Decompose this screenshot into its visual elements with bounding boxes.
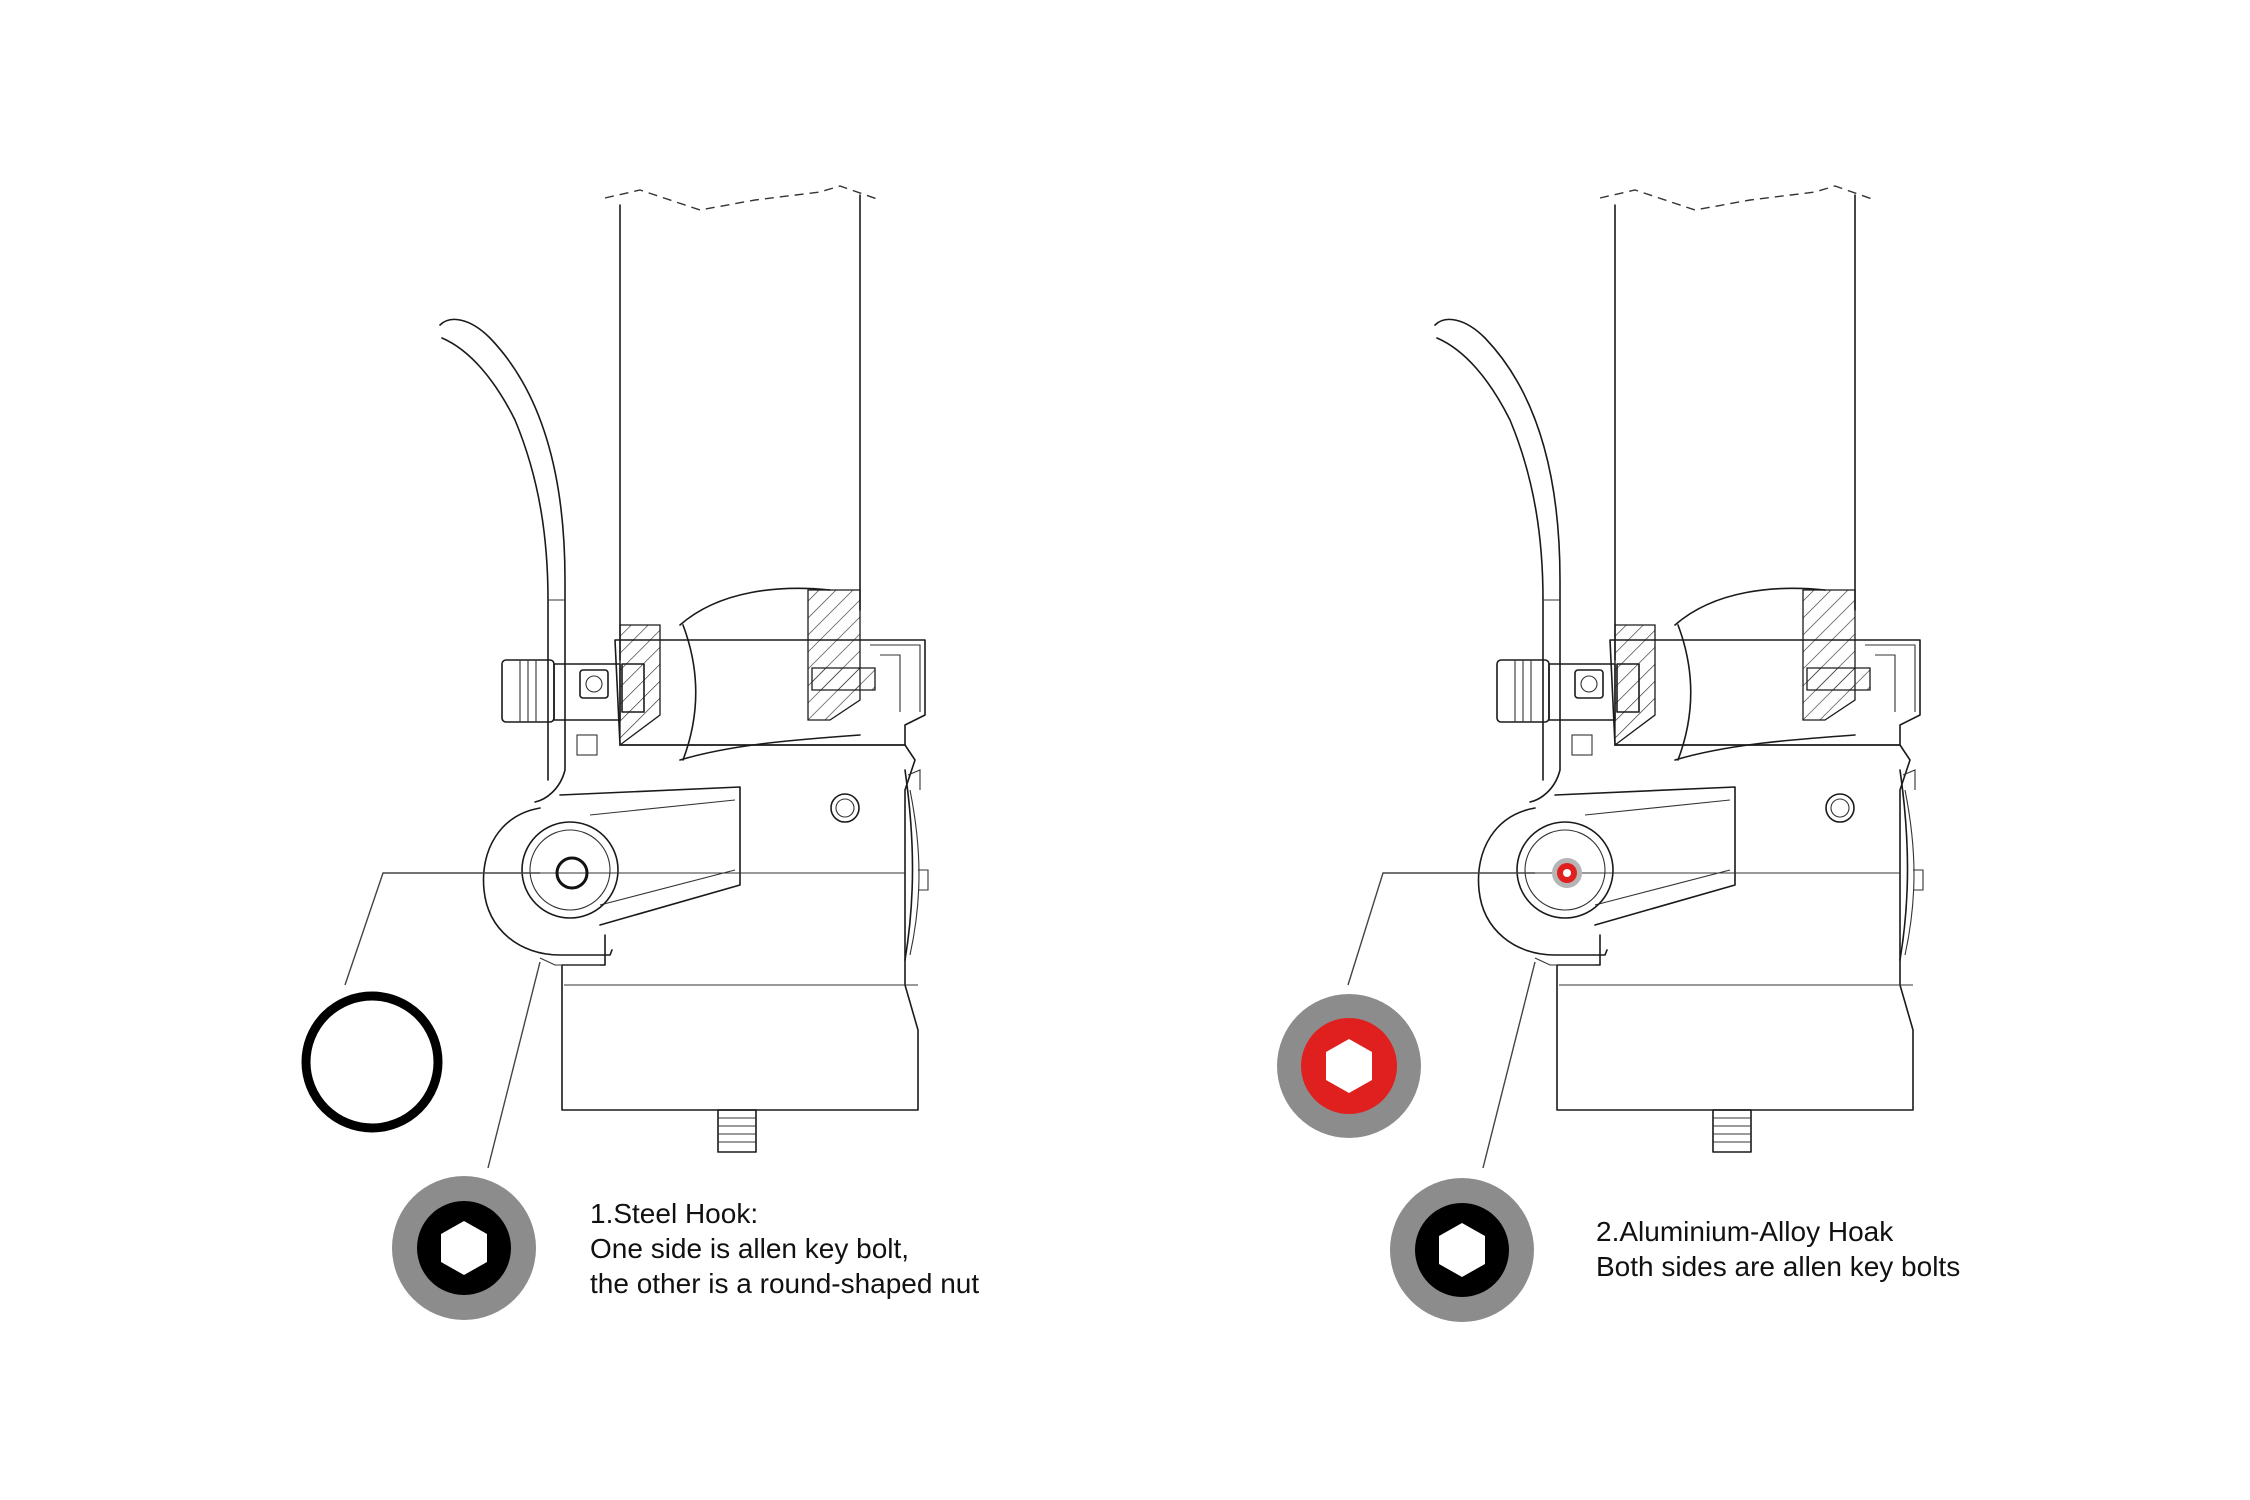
pivot-allen-bolt-marker	[1552, 858, 1582, 888]
caption-line: One side is allen key bolt,	[590, 1233, 910, 1264]
caption-title: 2.Aluminium-Alloy Hoak	[1596, 1216, 1894, 1247]
aluminium-alloy-hook-panel	[1277, 185, 1924, 1322]
allen-key-bolt-callout-icon	[1390, 1178, 1534, 1322]
steel-hook-caption: 1.Steel Hook: One side is allen key bolt…	[590, 1196, 979, 1301]
aluminium-alloy-hook-caption: 2.Aluminium-Alloy Hoak Both sides are al…	[1596, 1214, 1960, 1284]
caption-line: the other is a round-shaped nut	[590, 1268, 980, 1299]
red-allen-bolt-callout-icon	[1277, 994, 1421, 1138]
allen-key-bolt-callout-icon	[392, 1176, 536, 1320]
caption-line: Both sides are allen key bolts	[1596, 1251, 1961, 1282]
pivot-round-nut-marker	[555, 856, 589, 890]
steel-hook-panel	[301, 185, 929, 1320]
caption-title: 1.Steel Hook:	[590, 1198, 759, 1229]
round-nut-callout-icon	[301, 991, 443, 1133]
